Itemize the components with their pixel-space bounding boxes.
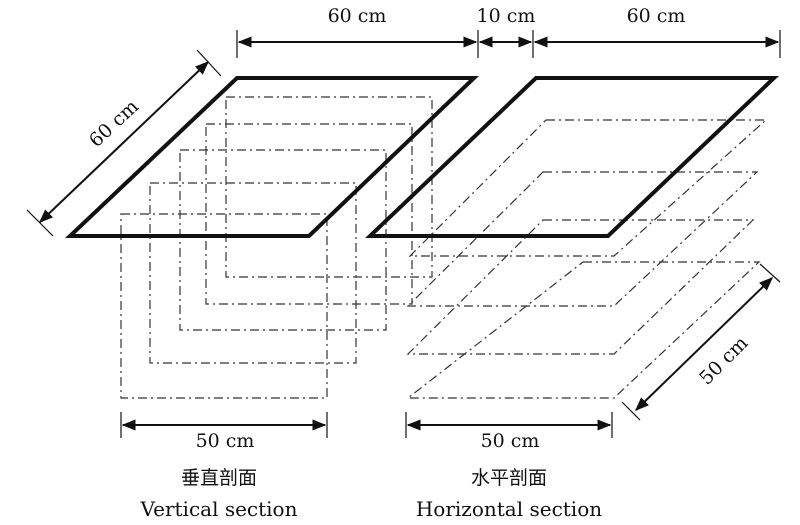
vertical-slice-4 — [149, 182, 357, 364]
right-diagonal-dimension — [621, 263, 781, 421]
vertical-slice-1 — [225, 96, 433, 278]
horizontal-slice-1 — [408, 119, 768, 257]
caption-horizontal-cn: 水平剖面 — [471, 467, 547, 489]
horizontal-slice-2 — [406, 171, 759, 307]
horizontal-slice-3 — [406, 219, 755, 355]
dim-label-diag-right: 50 cm — [695, 332, 752, 389]
caption-vertical-en: Vertical section — [140, 497, 298, 521]
vertical-slice-3 — [179, 149, 387, 331]
dim-tick — [621, 401, 641, 421]
caption-horizontal-en: Horizontal section — [416, 497, 602, 521]
dim-arrow-diag-right — [634, 277, 774, 411]
dim-label-diag-left: 60 cm — [85, 95, 143, 151]
dim-arrow-diag-left — [38, 61, 210, 223]
top-dimension-lines — [236, 30, 781, 58]
horizontal-section-slices — [406, 119, 768, 399]
dim-tick — [26, 209, 54, 237]
dim-label-bottom-left: 50 cm — [196, 430, 255, 452]
dim-tick — [196, 49, 222, 77]
left-diagonal-dimension — [26, 49, 222, 237]
horizontal-section-top-plane — [364, 76, 780, 238]
bottom-dimension-lines — [120, 412, 613, 438]
caption-vertical-cn: 垂直剖面 — [181, 467, 257, 489]
dim-label-top-left: 60 cm — [328, 5, 387, 27]
vertical-slice-5 — [120, 213, 328, 399]
horizontal-slice-4 — [406, 261, 761, 399]
dim-label-top-gap: 10 cm — [477, 5, 536, 27]
vertical-slice-2 — [205, 123, 413, 305]
dim-label-top-right: 60 cm — [627, 5, 686, 27]
dim-tick — [759, 263, 781, 283]
dim-label-bottom-right: 50 cm — [481, 430, 540, 452]
vertical-section-slices — [120, 96, 433, 399]
